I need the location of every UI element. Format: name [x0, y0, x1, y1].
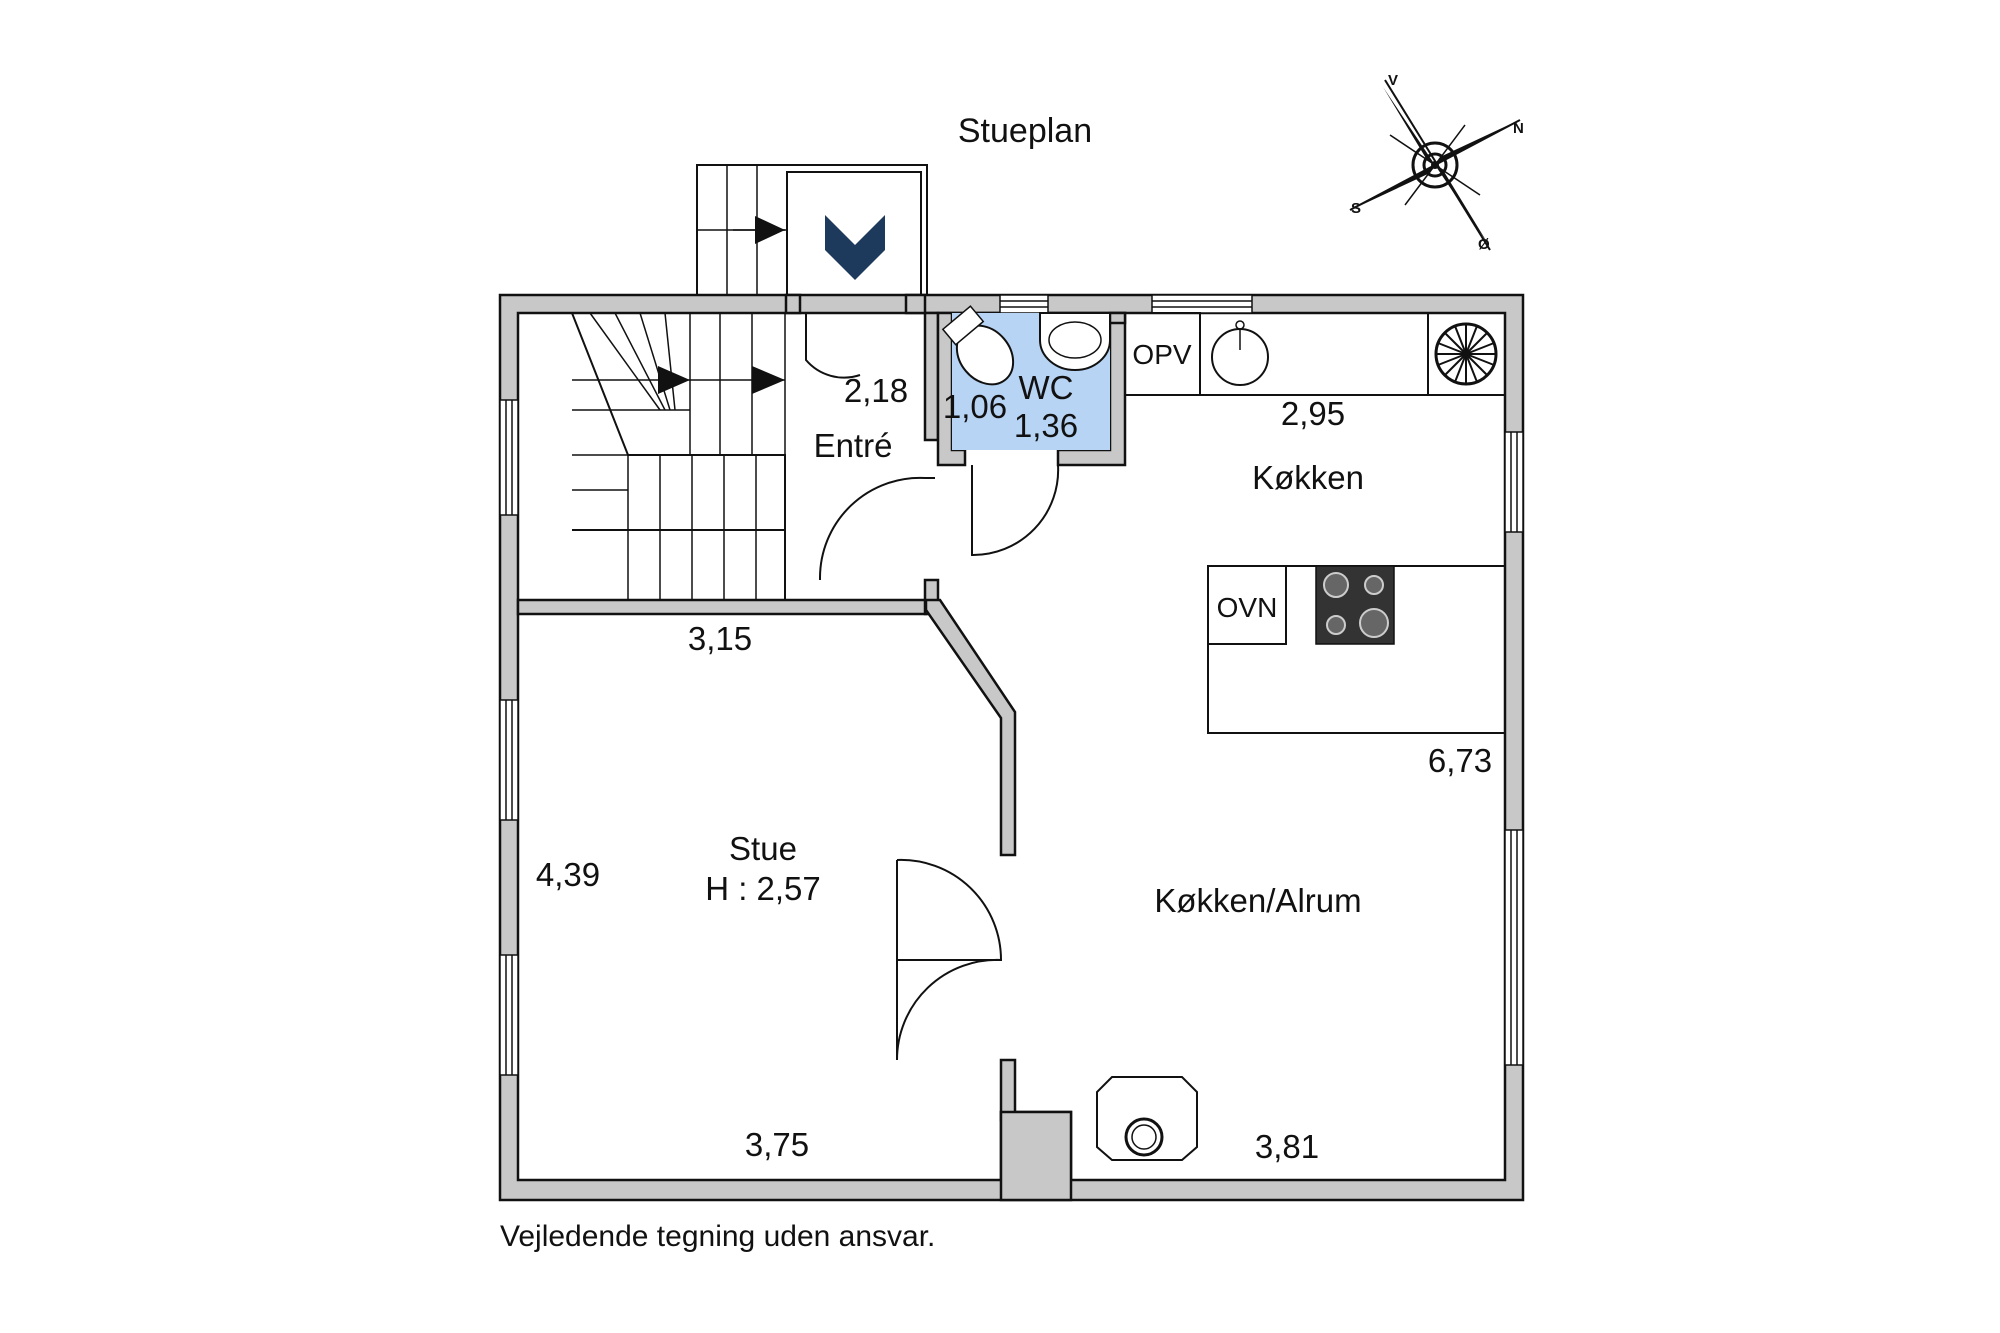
windows — [499, 294, 1524, 1076]
dishwasher-label: OPV — [1132, 339, 1191, 370]
wc-dim-b: 1,36 — [1014, 407, 1078, 444]
alrum-dim-b: 3,81 — [1255, 1128, 1319, 1165]
stue-name: Stue — [729, 830, 797, 867]
entrance-marker-icon — [825, 215, 885, 280]
wc-sink-icon — [1039, 312, 1111, 371]
compass-north-label: N — [1513, 120, 1524, 137]
kitchen-island — [1207, 565, 1505, 734]
exterior-steps — [696, 164, 928, 296]
kokken-name: Køkken — [1252, 459, 1364, 496]
alrum-name: Køkken/Alrum — [1154, 882, 1361, 919]
compass-east-label: Ø — [1478, 236, 1490, 253]
staircase — [571, 312, 786, 600]
stair-arrow-icon — [752, 366, 785, 394]
stue-dim-b: 3,75 — [745, 1126, 809, 1163]
alrum-dim-a: 6,73 — [1428, 742, 1492, 779]
entre-dim: 2,18 — [844, 372, 908, 409]
oven-label: OVN — [1217, 592, 1278, 623]
compass-south-label: S — [1351, 200, 1361, 217]
stue-dim-a: 4,39 — [536, 856, 600, 893]
disclaimer: Vejledende tegning uden ansvar. — [500, 1220, 935, 1253]
doors — [805, 312, 1060, 1061]
fireplace-icon — [1096, 1076, 1198, 1161]
wc-dim-a: 1,06 — [943, 388, 1007, 425]
wc-name: WC — [1019, 369, 1074, 406]
fan-icon — [1434, 322, 1498, 386]
compass-west-label: V — [1388, 72, 1398, 89]
interior-walls — [516, 293, 1127, 1202]
page-title: Stueplan — [958, 112, 1092, 150]
entre-name: Entré — [814, 427, 893, 464]
step-arrow-icon — [755, 216, 785, 244]
toilet-icon — [941, 305, 1015, 386]
compass-rose: V N S Ø — [1349, 72, 1524, 253]
kokken-dim: 2,95 — [1281, 395, 1345, 432]
kitchen-counter — [1124, 312, 1506, 396]
stair-arrow-icon — [658, 366, 690, 394]
trappe-dim: 3,15 — [688, 620, 752, 657]
stue-height: H : 2,57 — [705, 870, 821, 907]
